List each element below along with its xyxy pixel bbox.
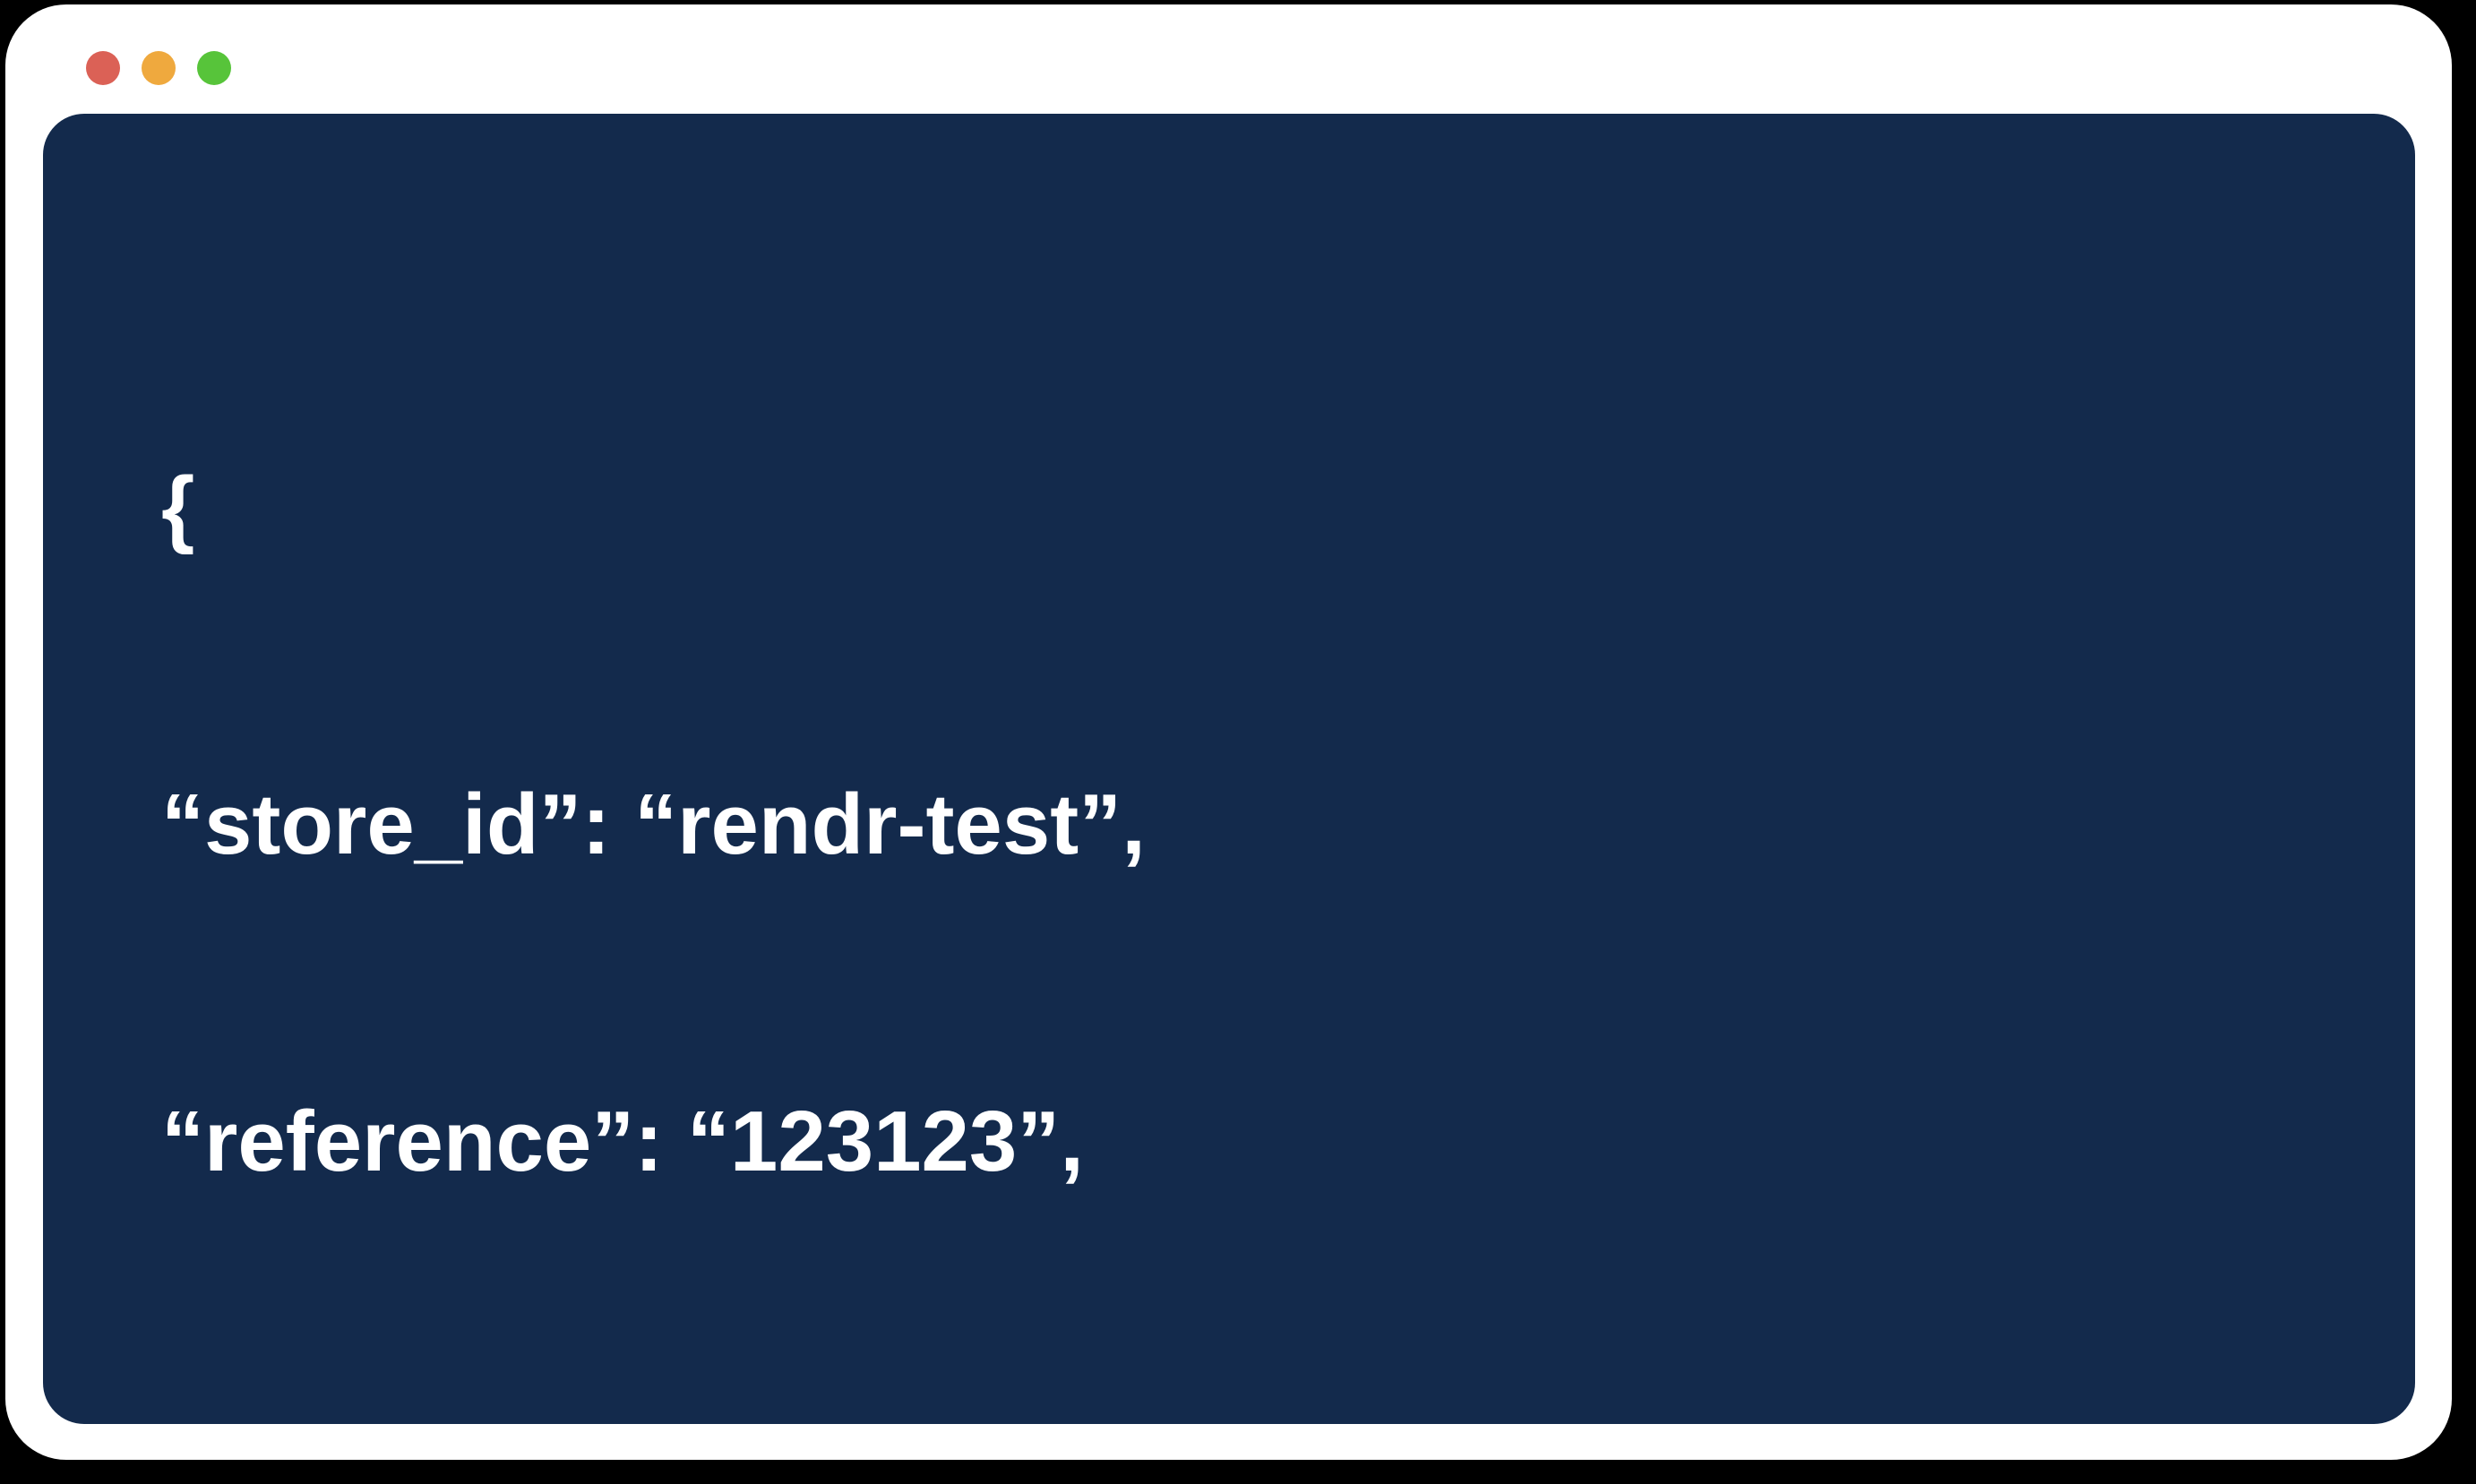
window-titlebar	[5, 4, 2452, 114]
code-line-open-brace: {	[161, 459, 195, 555]
minimize-window-button[interactable]	[142, 51, 176, 85]
code-line-store-id: “store_id”: “rendr-test”,	[161, 776, 1146, 872]
json-code-block: { “store_id”: “rendr-test”, “reference”:…	[161, 244, 2379, 1424]
zoom-window-button[interactable]	[197, 51, 231, 85]
traffic-light-controls	[86, 51, 231, 85]
browser-window: { “store_id”: “rendr-test”, “reference”:…	[5, 4, 2452, 1460]
code-line-ready-for-pickup-at: “ready_for_pickup_at”: “2023-10-12”,	[161, 1406, 2379, 1424]
close-window-button[interactable]	[86, 51, 120, 85]
code-line-reference: “reference”: “123123”,	[161, 1094, 1084, 1189]
code-panel: { “store_id”: “rendr-test”, “reference”:…	[43, 114, 2415, 1424]
